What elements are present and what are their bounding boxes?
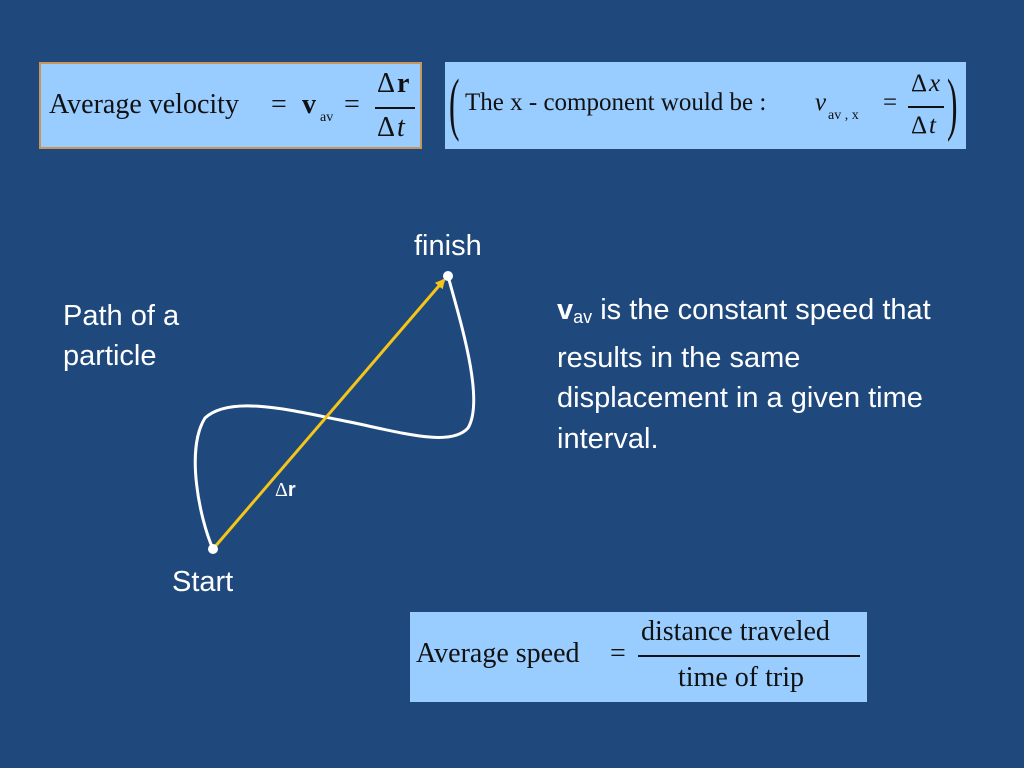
open-paren: ( (449, 66, 460, 143)
average-speed-formula: Average speed = distance traveled time o… (410, 612, 867, 702)
explanation-v-symbol: v (557, 294, 574, 326)
speed-numerator: distance traveled (641, 616, 830, 647)
average-velocity-formula: Average velocity = v av = Δ r Δ t (39, 62, 422, 149)
displacement-label: Δr (275, 478, 296, 502)
xcomp-subscript: av , x (828, 108, 859, 123)
velocity-fraction-line (375, 107, 415, 109)
speed-fraction-line (638, 655, 860, 657)
xcomp-fraction-line (908, 106, 944, 108)
explanation-subscript: av (573, 307, 593, 327)
velocity-numerator-r: r (397, 68, 410, 99)
xcomp-text: The x - component would be : (465, 89, 767, 116)
velocity-denominator-t: t (397, 112, 405, 143)
finish-label: finish (414, 230, 482, 262)
xcomp-denominator-t: t (929, 112, 936, 139)
close-paren: ) (947, 66, 958, 143)
xcomp-equals: = (883, 89, 898, 116)
velocity-equals: = (271, 89, 287, 120)
path-label: Path of a particle (63, 300, 180, 372)
finish-point (443, 271, 453, 281)
speed-lhs: Average speed (416, 638, 580, 669)
particle-path (193, 275, 476, 550)
velocity-numerator-delta: Δ (377, 68, 396, 99)
speed-equals: = (610, 638, 626, 669)
delta-r: r (287, 479, 296, 501)
displacement-arrow (211, 278, 446, 550)
xcomp-numerator-delta: Δ (911, 70, 928, 97)
velocity-denominator-delta: Δ (377, 112, 396, 143)
velocity-equals-2: = (344, 89, 360, 120)
delta-symbol: Δ (275, 479, 288, 501)
start-label: Start (172, 566, 234, 598)
xcomp-v-symbol: v (815, 89, 827, 116)
explanation-body: is the constant speed that results in th… (557, 294, 931, 455)
x-component-formula: ( The x - component would be : v av , x … (445, 62, 966, 149)
explanation-text: vav is the constant speed that results i… (557, 290, 957, 459)
speed-denominator: time of trip (678, 662, 804, 693)
velocity-lhs: Average velocity (49, 89, 239, 120)
xcomp-denominator-delta: Δ (911, 112, 928, 139)
velocity-subscript: av (320, 110, 334, 125)
xcomp-numerator-x: x (929, 70, 941, 97)
start-point (208, 544, 218, 554)
velocity-symbol: v (302, 89, 316, 120)
